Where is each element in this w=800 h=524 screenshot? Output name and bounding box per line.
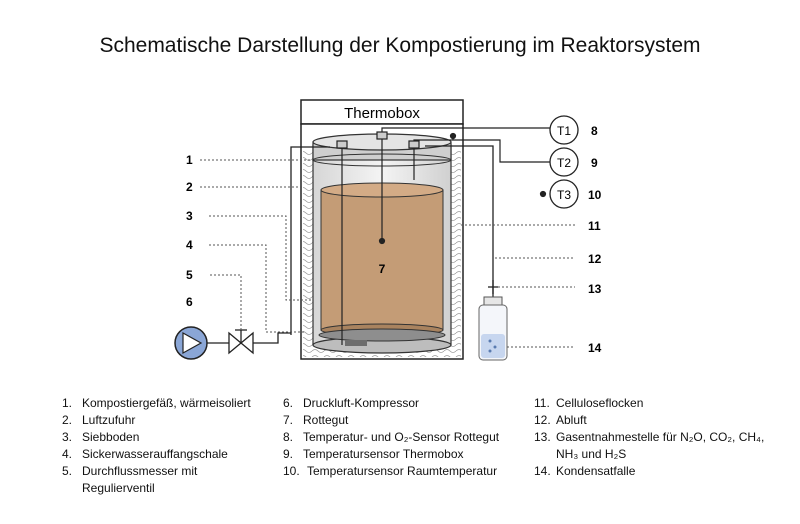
thermobox-label: Thermobox [344,105,420,122]
condensate-trap-icon [478,296,508,361]
reactor-diagram: Thermobox 7 [174,99,602,361]
exhaust-line [425,145,498,297]
sensor-cables [381,127,550,198]
sensor-t2: T2 [549,147,579,177]
sensor-t3: T3 [549,179,579,209]
legend-item-13: 13.Gasentnahmestelle für N₂O, CO₂, CH₄, … [534,430,765,461]
label-3: 3 [186,209,193,223]
right-callouts [461,224,575,348]
svg-text:T1: T1 [557,124,571,138]
label-9: 9 [591,156,598,170]
svg-text:T3: T3 [557,188,571,202]
legend-item-6: 6.Druckluft-Kompressor [283,396,420,410]
legend-column-2: 6.Druckluft-Kompressor 7.Rottegut 8.Temp… [283,395,523,480]
legend-item-2: 2.Luftzufuhr [62,413,136,427]
legend-item-14: 14.Kondensatfalle [534,464,636,478]
legend-item-1: 1.Kompostiergefäß, wärmeisoliert [62,396,251,410]
sensor-t1: T1 [549,115,579,145]
air-supply-line [253,146,330,344]
label-12: 12 [588,252,602,266]
diagram-title: Schematische Darstellung der Kompostieru… [99,34,701,57]
legend-column-1: 1.Kompostiergefäß, wärmeisoliert 2.Luftz… [62,395,272,497]
label-11: 11 [588,219,601,233]
legend-item-12: 12.Abluft [534,413,587,427]
label-5: 5 [186,268,193,282]
label-13: 13 [588,282,602,296]
legend-item-9: 9.Temperatursensor Thermobox [283,447,464,461]
legend-item-11: 11.Celluloseflocken [534,396,644,410]
label-2: 2 [186,180,193,194]
valve-icon [228,329,254,355]
label-8: 8 [591,124,598,138]
legend-column-3: 11.Celluloseflocken 12.Abluft 13.Gasentn… [534,395,784,480]
label-4: 4 [186,238,193,252]
legend-item-4: 4.Sickerwasserauffangschale [62,447,228,461]
legend-item-3: 3.Siebboden [62,430,140,444]
label-10: 10 [588,188,602,202]
label-14: 14 [588,341,602,355]
legend-item-8: 8.Temperatur- und O₂-Sensor Rottegut [283,430,500,444]
legend-item-5: 5.Durchflussmesser mit Regulierventil [62,464,198,495]
rottegut-label: 7 [379,262,386,276]
compressor-icon [174,326,229,360]
legend-item-10: 10.Temperatursensor Raumtemperatur [283,464,498,478]
label-1: 1 [186,153,193,167]
label-6: 6 [186,295,193,309]
svg-text:T2: T2 [557,156,571,170]
legend-item-7: 7.Rottegut [283,413,349,427]
left-callouts [200,159,313,333]
